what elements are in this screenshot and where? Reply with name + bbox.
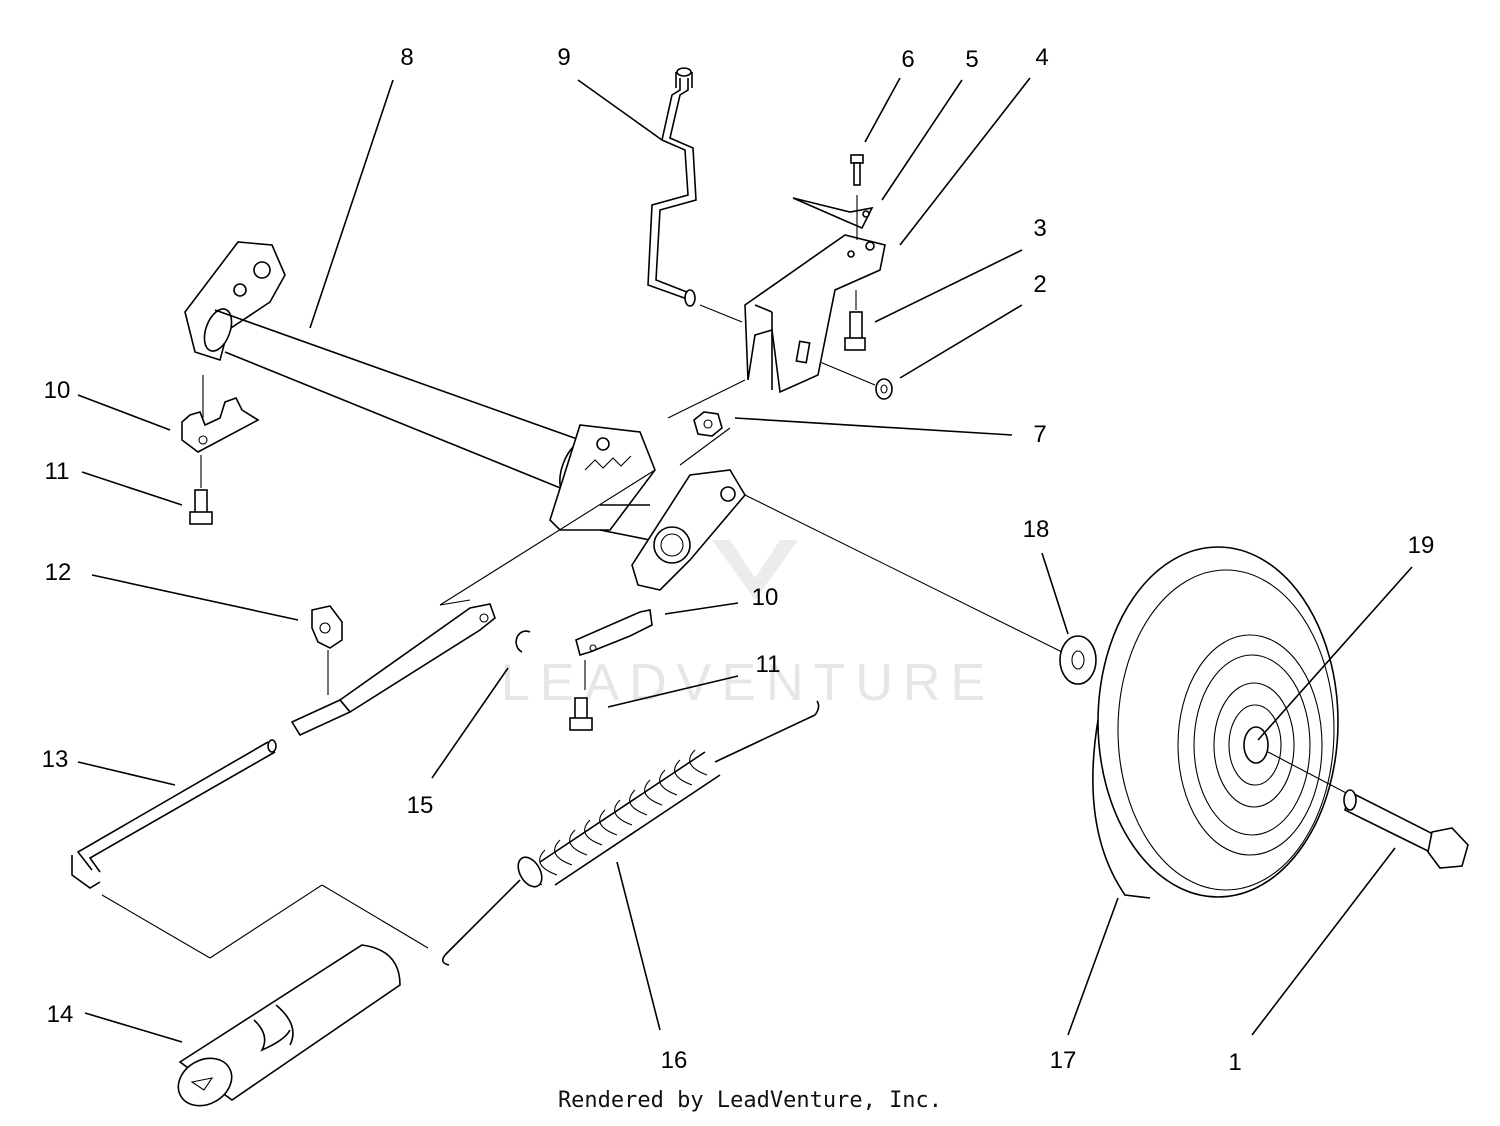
leader-lines [77,77,1413,1043]
lock-nut[interactable] [679,411,731,466]
callout-11-upper: 11 [45,458,70,485]
axle-clamp-left[interactable] [181,375,260,453]
spring-clip[interactable] [792,197,874,230]
callout-14: 14 [47,1001,74,1028]
callout-13: 13 [42,746,69,773]
screw-top[interactable] [850,154,864,240]
callout-10-lower: 10 [752,584,779,611]
callout-12: 12 [45,559,72,586]
rod-clip[interactable] [311,605,343,695]
lever-bracket-body [744,234,886,394]
bolt-bracket[interactable] [844,290,866,351]
callout-1: 1 [1228,1049,1241,1076]
lever-bracket[interactable] [667,234,886,419]
callout-18: 18 [1023,516,1050,543]
callout-10-upper: 10 [44,377,71,404]
bent-rod[interactable] [71,739,429,959]
callout-19: 19 [1408,532,1435,559]
callout-7: 7 [1033,421,1046,448]
axle-bracket-left [184,241,286,362]
extension-spring[interactable] [441,700,820,966]
callout-8: 8 [400,44,413,71]
e-ring[interactable] [515,630,531,653]
height-lever-rod[interactable] [647,67,743,323]
clamp-bolt-left[interactable] [189,455,213,525]
watermark-logo-icon [712,540,798,600]
callout-11-lower: 11 [756,651,781,678]
render-credit: Rendered by LeadVenture, Inc. [557,1088,943,1113]
axle-bracket-right [631,469,746,591]
callout-17: 17 [1050,1047,1077,1074]
callout-9: 9 [557,44,570,71]
callout-15: 15 [407,792,434,819]
axle-assembly[interactable] [184,241,746,591]
callout-3: 3 [1033,215,1046,242]
washer-small[interactable] [819,361,893,400]
handle-grip[interactable] [170,944,401,1115]
watermark: LEADVENTURE [501,540,985,712]
callout-6: 6 [901,46,914,73]
callout-2: 2 [1033,271,1046,298]
axle-clamp-right[interactable] [575,609,653,690]
clamp-bolt-right[interactable] [569,697,593,731]
wheel[interactable] [1092,546,1339,899]
link-arm[interactable] [290,469,656,737]
shoulder-bolt[interactable] [1267,751,1469,869]
callouts: 8 9 6 5 4 3 2 7 10 11 12 13 14 15 10 11 … [42,44,1435,1076]
wheel-washer[interactable] [744,494,1097,685]
callout-16: 16 [661,1047,688,1074]
callout-5: 5 [965,46,978,73]
callout-4: 4 [1035,44,1048,71]
